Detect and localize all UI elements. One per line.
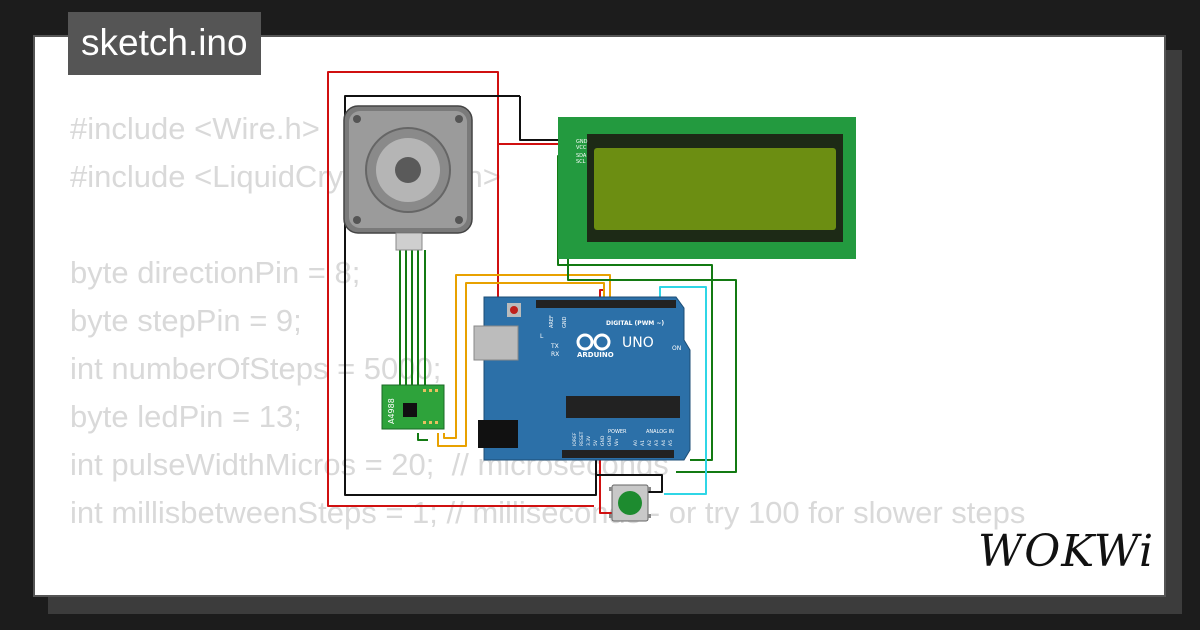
code-line: LiquidCrystal_I2C lcd(0x27,20,4); xyxy=(70,585,1025,595)
arduino-label: ARDUINO xyxy=(577,351,614,359)
a4988-driver[interactable]: A4988 xyxy=(381,384,445,430)
gnd-label: GND xyxy=(562,316,568,328)
analog-header-label: ANALOG IN xyxy=(646,429,674,435)
file-title-tab[interactable]: sketch.ino xyxy=(68,12,261,75)
lcd-pin-vcc: VCC xyxy=(576,145,587,151)
analog-pin-a5: A5 xyxy=(668,440,674,446)
code-line: byte stepPin = 9; xyxy=(70,303,302,338)
tx-label: TX xyxy=(550,343,559,350)
code-line: byte directionPin = 8; xyxy=(70,255,361,290)
arduino-infinity-logo xyxy=(576,333,611,351)
power-pin-vin: Vin xyxy=(614,439,620,446)
analog-pin-a0: A0 xyxy=(633,440,639,446)
power-header-label: POWER xyxy=(608,429,627,435)
power-pin-gnd-2: GND xyxy=(607,435,613,446)
wire-black-button xyxy=(596,474,663,493)
power-pin-3v3: 3.3V xyxy=(586,435,592,446)
aref-label: AREF xyxy=(549,315,555,328)
power-pin-5v: 5V xyxy=(593,439,599,446)
wire-cyan xyxy=(659,286,707,495)
power-pin-reset: RESET xyxy=(579,431,585,446)
wire-red-5v-lcd xyxy=(327,71,594,507)
lcd-pin-sda: SDA xyxy=(576,153,587,159)
power-pin-ioref: IOREF xyxy=(572,432,578,446)
wire-green-driver-bottom xyxy=(417,433,428,441)
power-pin-gnd-1: GND xyxy=(600,435,606,446)
code-line: byte ledPin = 13; xyxy=(70,399,302,434)
lcd-pin-gnd: GND xyxy=(576,139,588,145)
wokwi-logo: WOKWi xyxy=(978,526,1155,577)
lcd-display[interactable]: GND VCC SDA SCL xyxy=(558,117,856,259)
lcd-pin-scl: SCL xyxy=(576,159,586,165)
uno-label: UNO xyxy=(622,335,654,351)
arduino-uno[interactable]: DIGITAL (PWM ~) AREF GND L TX RX ON UNO … xyxy=(473,296,691,461)
l-label: L xyxy=(540,333,544,340)
analog-pin-a4: A4 xyxy=(661,440,667,446)
wire-black-gnd xyxy=(344,95,597,496)
push-button[interactable] xyxy=(609,484,651,522)
analog-pin-a1: A1 xyxy=(640,440,646,446)
digital-header-label: DIGITAL (PWM ~) xyxy=(606,320,664,327)
analog-pin-a2: A2 xyxy=(647,440,653,446)
analog-pin-a3: A3 xyxy=(654,440,660,446)
stepper-motor[interactable] xyxy=(343,105,473,251)
driver-label: A4988 xyxy=(387,398,396,424)
on-label: ON xyxy=(672,345,681,352)
code-line: #include <Wire.h> xyxy=(70,111,320,146)
wire-orange-2 xyxy=(437,282,605,447)
rx-label: RX xyxy=(551,351,559,358)
code-line: int numberOfSteps = 5000; xyxy=(70,351,442,386)
